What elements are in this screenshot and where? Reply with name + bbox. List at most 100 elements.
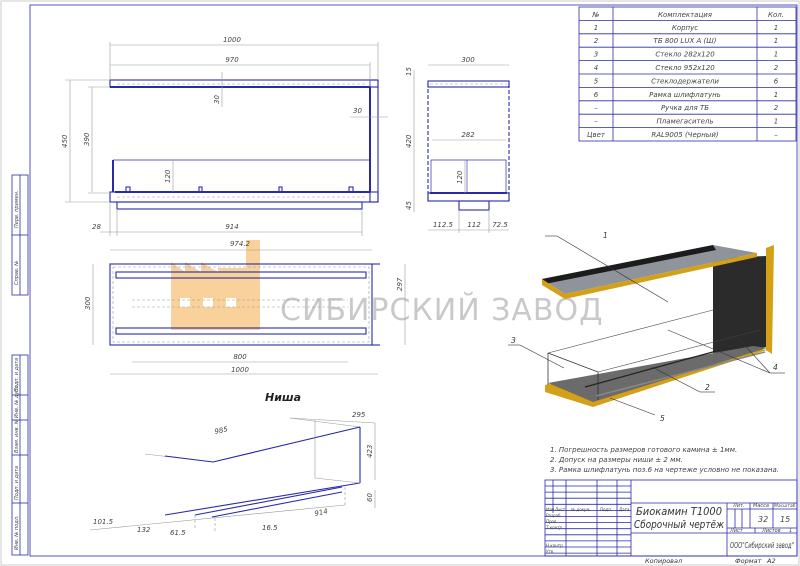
- tb-header: Изм: [546, 507, 554, 512]
- spec-cell: Корпус: [672, 24, 698, 32]
- tb-label: Масштаб: [774, 503, 796, 509]
- tb-header: № докум.: [570, 507, 591, 512]
- dimension-label: 101.5: [93, 518, 114, 526]
- dimension-label: 112.5: [433, 221, 454, 229]
- dimension-label: 1000: [223, 36, 241, 44]
- mass-value: 32: [758, 515, 768, 524]
- tb-label: Масса: [753, 503, 769, 509]
- spec-cell: 2: [774, 64, 779, 72]
- tb-label: Лит.: [732, 503, 745, 509]
- stamp-label: Взам. инв. №: [14, 419, 20, 453]
- spec-row: 3 Стекло 282х120 1: [594, 51, 778, 59]
- side-stamps: Перв. примен. Справ. № Подп. и дата Инв.…: [11, 174, 29, 556]
- dimension-label: 120: [164, 169, 172, 183]
- watermark-text: СИБИРСКИЙ ЗАВОД: [280, 292, 604, 328]
- spec-cell: –: [774, 131, 778, 139]
- tb-header: Подп.: [600, 507, 612, 512]
- sheets-value: 1: [789, 528, 792, 534]
- watermark: СИБИРСКИЙ ЗАВОД: [171, 240, 604, 330]
- dimension-label: 450: [61, 134, 69, 148]
- dimension-label: 30: [353, 107, 362, 115]
- dimension-label: 15: [405, 67, 413, 76]
- side-view: 300 15 420 45 282 120 112.5 112 72.5: [405, 56, 510, 233]
- spec-cell: Стекло 282х120: [655, 51, 715, 59]
- tb-role: Разраб.: [546, 513, 562, 518]
- niche-title: Ниша: [265, 391, 301, 404]
- spec-cell: Ручка для ТБ: [661, 104, 709, 112]
- callout-label: 2: [705, 383, 710, 392]
- dimension-label: 914: [225, 223, 238, 231]
- callout-label: 3: [511, 336, 516, 345]
- dimension-label: 132: [137, 526, 151, 534]
- dimension-label: 390: [83, 132, 91, 146]
- assembly-render: 1 2 3 4 5: [508, 231, 785, 423]
- stamp-label: Подп. и дата: [14, 466, 20, 500]
- spec-cell: Стекло 952х120: [655, 64, 715, 72]
- stamp-label: Инв. № подл.: [14, 516, 20, 551]
- dimension-label: 800: [233, 353, 247, 361]
- dimension-label: 970: [225, 56, 239, 64]
- front-view: 1000 970 30 30 450 390 120 28 914: [61, 36, 388, 236]
- dimension-label: 914: [314, 507, 329, 518]
- note-line: 2. Допуск на размеры ниши ± 2 мм.: [550, 456, 683, 464]
- stamp-label: Подп. и дата: [14, 358, 20, 392]
- dimension-label: 300: [461, 56, 475, 64]
- tb-role: Н.контр.: [546, 543, 564, 548]
- spec-cell: 2: [594, 37, 599, 45]
- dimension-label: 45: [405, 201, 413, 210]
- spec-cell: 4: [594, 64, 598, 72]
- scale-value: 15: [780, 515, 790, 524]
- spec-cell: Пламегаситель: [657, 118, 714, 126]
- spec-cell: 1: [594, 24, 598, 32]
- stamp-label: Инв. № дубл.: [14, 384, 20, 418]
- spec-cell: 5: [594, 77, 599, 85]
- dimension-label: 423: [366, 445, 374, 458]
- spec-cell: 1: [774, 24, 778, 32]
- copied-label: Копировал: [645, 557, 682, 565]
- tb-role: Т.контр.: [546, 525, 563, 530]
- dimension-label: 120: [456, 170, 464, 184]
- dimension-label: 300: [84, 296, 92, 310]
- drawing-title: Биокамин Т1000: [636, 505, 722, 518]
- tb-header: Дата: [618, 507, 630, 512]
- dimension-label: 1000: [231, 366, 249, 374]
- dimension-label: 28: [92, 223, 101, 231]
- stamp-label: Справ. №: [14, 261, 20, 285]
- spec-row: 1 Корпус 1: [594, 24, 778, 32]
- note-line: 3. Рамка шлифлатунь поз.6 на чертеже усл…: [550, 466, 779, 474]
- spec-cell: Цвет: [587, 131, 606, 139]
- plan-view: 974.2 300 297 800 1000: [84, 240, 406, 375]
- company-name: ООО"Сибирский завод": [730, 541, 794, 550]
- dimension-label: 297: [396, 277, 404, 291]
- callout-label: 4: [773, 363, 778, 372]
- spec-cell: –: [594, 118, 598, 126]
- title-block: Изм Лист № докум. Подп. Дата Разраб. Про…: [544, 479, 798, 557]
- callout-label: 1: [603, 231, 608, 240]
- dimension-label: 282: [461, 131, 475, 139]
- dimension-label: 420: [405, 134, 413, 148]
- dimension-label: 30: [213, 95, 221, 104]
- tb-role: Утв.: [546, 549, 554, 554]
- spec-cell: 2: [774, 104, 779, 112]
- dimension-label: 72.5: [492, 221, 508, 229]
- notes: 1. Погрешность размеров готового камина …: [550, 446, 779, 474]
- drawing-frame: [29, 4, 798, 557]
- niche-view: Ниша 985 295 423 60 914 101.5 132 61.5 1…: [89, 391, 376, 537]
- tb-label: Листов: [761, 528, 781, 534]
- tb-label: Лист: [729, 528, 744, 534]
- spec-row: 4 Стекло 952х120 2: [594, 64, 779, 72]
- spec-cell: 3: [594, 51, 598, 59]
- spec-cell: 1: [774, 51, 778, 59]
- spec-cell: ТБ 800 LUX A (Ш): [654, 37, 717, 45]
- tb-header: Лист: [554, 507, 566, 512]
- spec-header: №: [591, 11, 599, 19]
- spec-cell: 1: [774, 37, 778, 45]
- spec-header: Комплектация: [658, 11, 712, 19]
- drawing-subtitle: Сборочный чертёж: [634, 518, 724, 531]
